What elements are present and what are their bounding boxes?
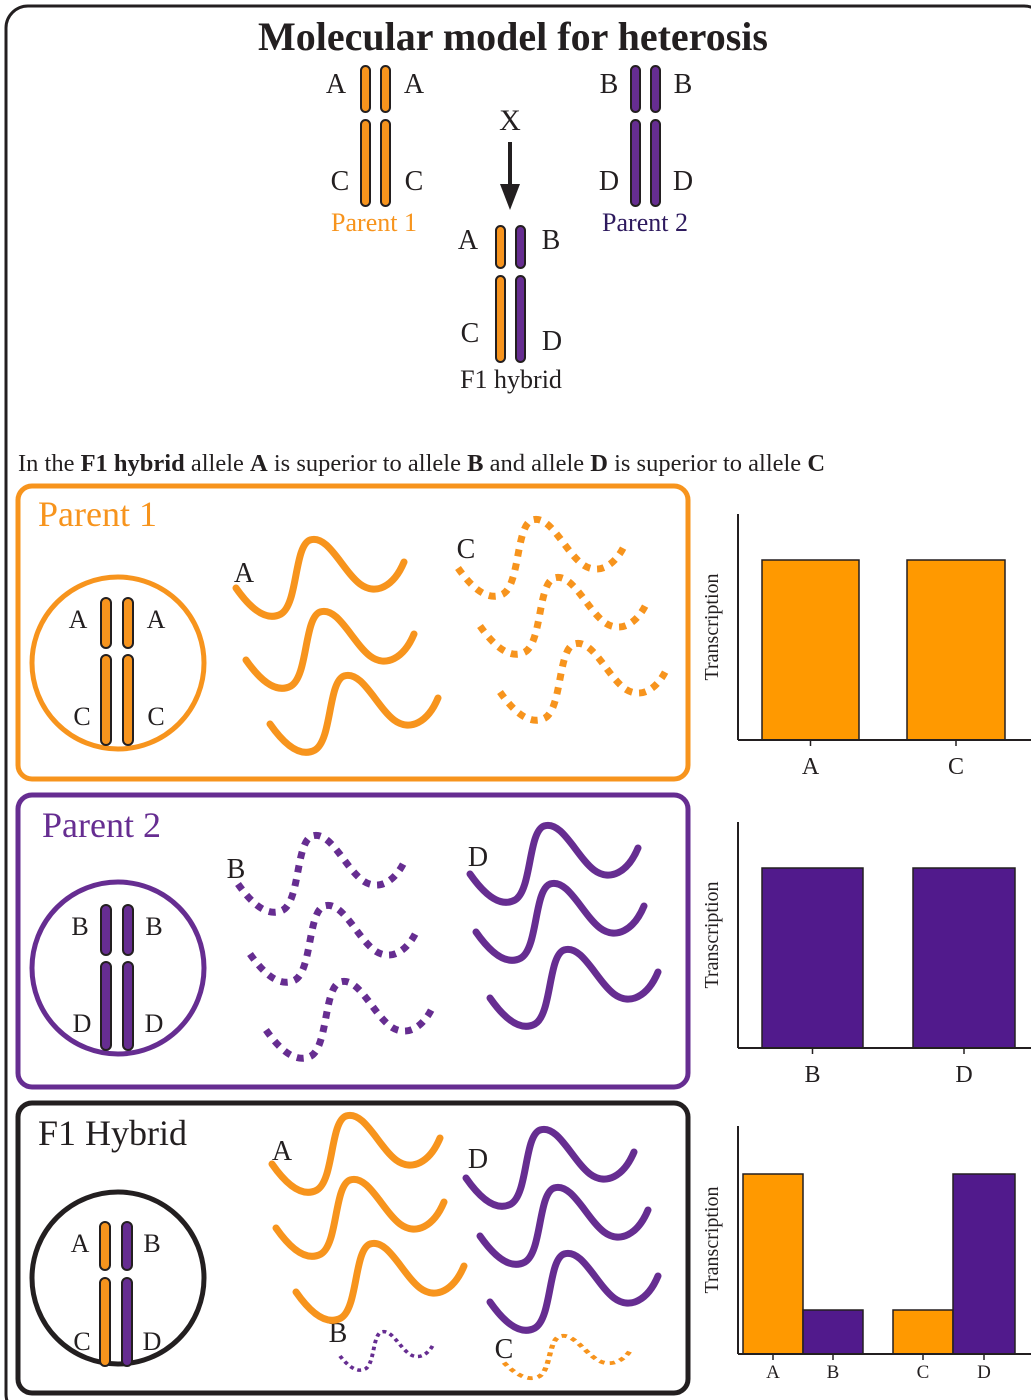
- transcript-d-1: [470, 825, 638, 902]
- f1-cell-allele-ur: B: [143, 1229, 160, 1258]
- outer-frame: [4, 4, 1031, 1400]
- bar-B: [761, 867, 864, 1049]
- parent2-allele-ll: D: [599, 166, 619, 197]
- f1-allele-ul: A: [458, 225, 479, 256]
- f1-label: F1 hybrid: [460, 365, 562, 394]
- parent1-transcript-label-a: A: [234, 558, 255, 589]
- parent2-cell-allele-ur: B: [145, 912, 162, 941]
- statement-text-4: and allele: [483, 450, 590, 477]
- parent1-cell-allele-ll: C: [73, 702, 90, 731]
- f1-chromosomes: [495, 225, 526, 363]
- bar-C: [906, 559, 1006, 741]
- x-tick-label-D: D: [977, 1362, 991, 1383]
- bar-C: [892, 1309, 954, 1355]
- x-tick-label-A: A: [802, 754, 820, 780]
- transcript-a-2: [246, 611, 414, 688]
- statement-text-1: In the: [18, 450, 81, 477]
- transcript-b-dashed-1: [238, 835, 406, 912]
- y-axis-label: Transcription: [701, 1186, 723, 1293]
- parent1-label: Parent 1: [331, 208, 417, 237]
- parent2-panel-title: Parent 2: [42, 805, 161, 845]
- bar-D: [952, 1173, 1016, 1355]
- transcript-a-1: [236, 539, 404, 616]
- parent1-cell-allele-ul: A: [69, 605, 88, 634]
- f1-transcript-label-a: A: [272, 1136, 293, 1167]
- parent1-cell-allele-ur: A: [147, 605, 166, 634]
- parent2-allele-ur: B: [674, 69, 693, 100]
- chart-f1-hybrid: A B C D Transcription: [701, 1126, 1031, 1383]
- parent2-cell-allele-ll: D: [73, 1009, 92, 1038]
- parent2-label: Parent 2: [602, 208, 688, 237]
- bar-D: [912, 867, 1016, 1049]
- parent1-panel: [15, 483, 691, 782]
- x-tick-label-B: B: [827, 1362, 840, 1383]
- x-tick-label-B: B: [804, 1062, 820, 1088]
- parent1-chromosomes: [360, 65, 391, 207]
- f1-transcript-label-b: B: [329, 1318, 348, 1349]
- f1-transcript-b-dashed: [338, 1329, 437, 1373]
- f1-panel: [15, 1100, 691, 1396]
- statement-bold-b: B: [467, 450, 483, 477]
- parent2-panel: [15, 792, 691, 1090]
- statement-text-2: allele: [185, 450, 250, 477]
- f1-transcript-label-c: C: [495, 1334, 514, 1365]
- f1-cell-allele-lr: D: [143, 1327, 162, 1356]
- parent1-allele-ur: A: [404, 69, 425, 100]
- parent2-allele-ul: B: [600, 69, 619, 100]
- parent2-cell: [29, 879, 207, 1057]
- chart-parent2: B D Transcription: [701, 822, 1031, 1088]
- statement-bold-d: D: [590, 450, 608, 477]
- f1-transcript-label-d: D: [468, 1144, 488, 1175]
- f1-allele-lr: D: [542, 326, 562, 357]
- f1-cell-allele-ul: A: [71, 1229, 90, 1258]
- parent1-cell-chromosomes: [100, 597, 134, 746]
- parent1-panel-title: Parent 1: [38, 494, 157, 534]
- transcript-c-dashed-1: [458, 519, 626, 596]
- transcript-b-dashed-3: [266, 981, 434, 1058]
- transcript-b-dashed-2: [250, 905, 418, 982]
- statement-text-3: is superior to allele: [268, 450, 467, 477]
- parent2-cell-allele-lr: D: [145, 1009, 164, 1038]
- parent1-allele-lr: C: [405, 166, 424, 197]
- parent2-cell-chromosomes: [100, 904, 134, 1051]
- cross-symbol: X: [499, 104, 521, 137]
- statement: In the F1 hybrid allele A is superior to…: [18, 450, 825, 477]
- chart-parent1: A C Transcription: [701, 514, 1031, 780]
- x-tick-label-A: A: [766, 1362, 780, 1383]
- parent1-cell-allele-lr: C: [147, 702, 164, 731]
- f1-cell: [29, 1189, 207, 1367]
- x-tick-label-D: D: [955, 1062, 972, 1088]
- parent2-chromosomes: [630, 65, 661, 207]
- f1-panel-title: F1 Hybrid: [38, 1113, 187, 1153]
- parent2-cell-allele-ul: B: [71, 912, 88, 941]
- f1-cell-chromosomes: [99, 1221, 133, 1367]
- x-tick-label-C: C: [948, 754, 964, 780]
- parent2-transcript-label-d: D: [468, 842, 488, 873]
- statement-bold-c: C: [807, 450, 825, 477]
- bar-A: [742, 1173, 804, 1355]
- parent1-allele-ll: C: [331, 166, 350, 197]
- parent1-cell: [29, 574, 207, 752]
- cross-arrow: [500, 142, 520, 210]
- statement-text-5: is superior to allele: [608, 450, 807, 477]
- y-axis-label: Transcription: [701, 573, 723, 680]
- parent2-allele-lr: D: [673, 166, 693, 197]
- f1-transcript-c-dashed: [504, 1336, 632, 1378]
- parent1-allele-ul: A: [326, 69, 347, 100]
- y-axis-label: Transcription: [701, 881, 723, 988]
- bar-A: [761, 559, 860, 741]
- f1-cell-allele-ll: C: [73, 1327, 90, 1356]
- transcript-c-dashed-3: [500, 643, 668, 720]
- parent1-transcript-label-c: C: [457, 534, 476, 565]
- bar-B: [802, 1309, 864, 1355]
- x-tick-label-C: C: [917, 1362, 930, 1383]
- statement-bold-f1-hybrid: F1 hybrid: [81, 450, 186, 477]
- parent2-transcript-label-b: B: [227, 854, 246, 885]
- f1-allele-ll: C: [461, 318, 480, 349]
- f1-allele-ur: B: [542, 225, 561, 256]
- figure-title: Molecular model for heterosis: [258, 14, 768, 59]
- statement-bold-a: A: [250, 450, 268, 477]
